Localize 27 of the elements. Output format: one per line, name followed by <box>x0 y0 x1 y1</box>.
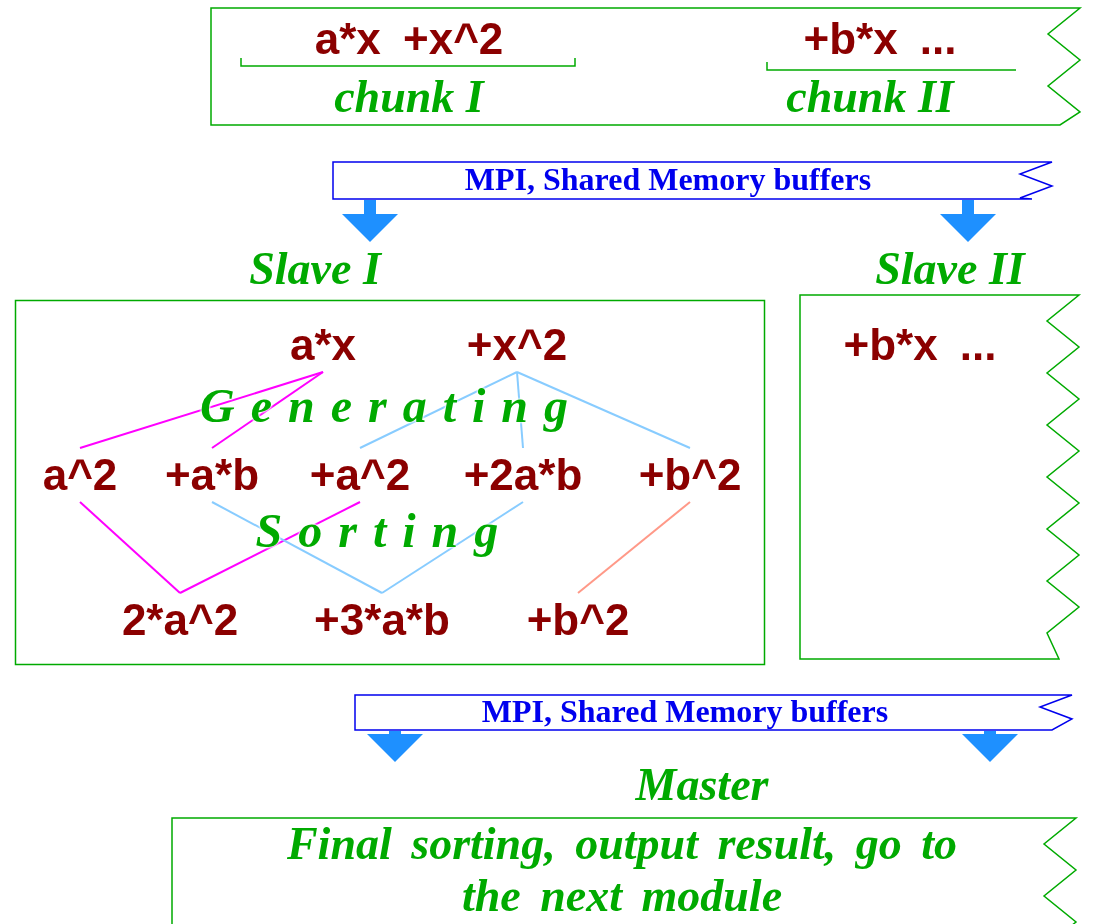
arrow <box>342 200 398 242</box>
heading-text: Master <box>634 758 770 811</box>
term-text: +b*x ... <box>802 14 958 64</box>
arrow <box>962 731 1018 762</box>
heading-text: chunk I <box>333 70 486 123</box>
term-text: a*x +x^2 <box>313 14 505 64</box>
term-text: +b^2 <box>493 593 663 647</box>
term-text: +b^2 <box>605 448 775 502</box>
data-box <box>211 8 1081 126</box>
connector-line <box>577 501 691 594</box>
heading-text: Slave II <box>874 242 1027 295</box>
connector-line <box>79 501 181 594</box>
heading-text: Slave I <box>248 242 383 295</box>
connector-line <box>516 371 691 449</box>
band-text: MPI, Shared Memory buffers <box>480 693 890 730</box>
buffer-band <box>333 162 1053 200</box>
arrow <box>940 200 996 242</box>
arrow <box>367 731 423 762</box>
term-text: +x^2 <box>432 318 602 372</box>
band-text: MPI, Shared Memory buffers <box>463 161 873 198</box>
term-text: a*x <box>238 318 408 372</box>
term-text: +b*x ... <box>842 320 998 370</box>
heading-text: Final sorting, output result, go to the next module <box>285 818 959 922</box>
heading-text: chunk II <box>785 70 956 123</box>
term-text: +3*a*b <box>297 593 467 647</box>
term-text: 2*a^2 <box>95 593 265 647</box>
buffer-band <box>355 695 1073 731</box>
